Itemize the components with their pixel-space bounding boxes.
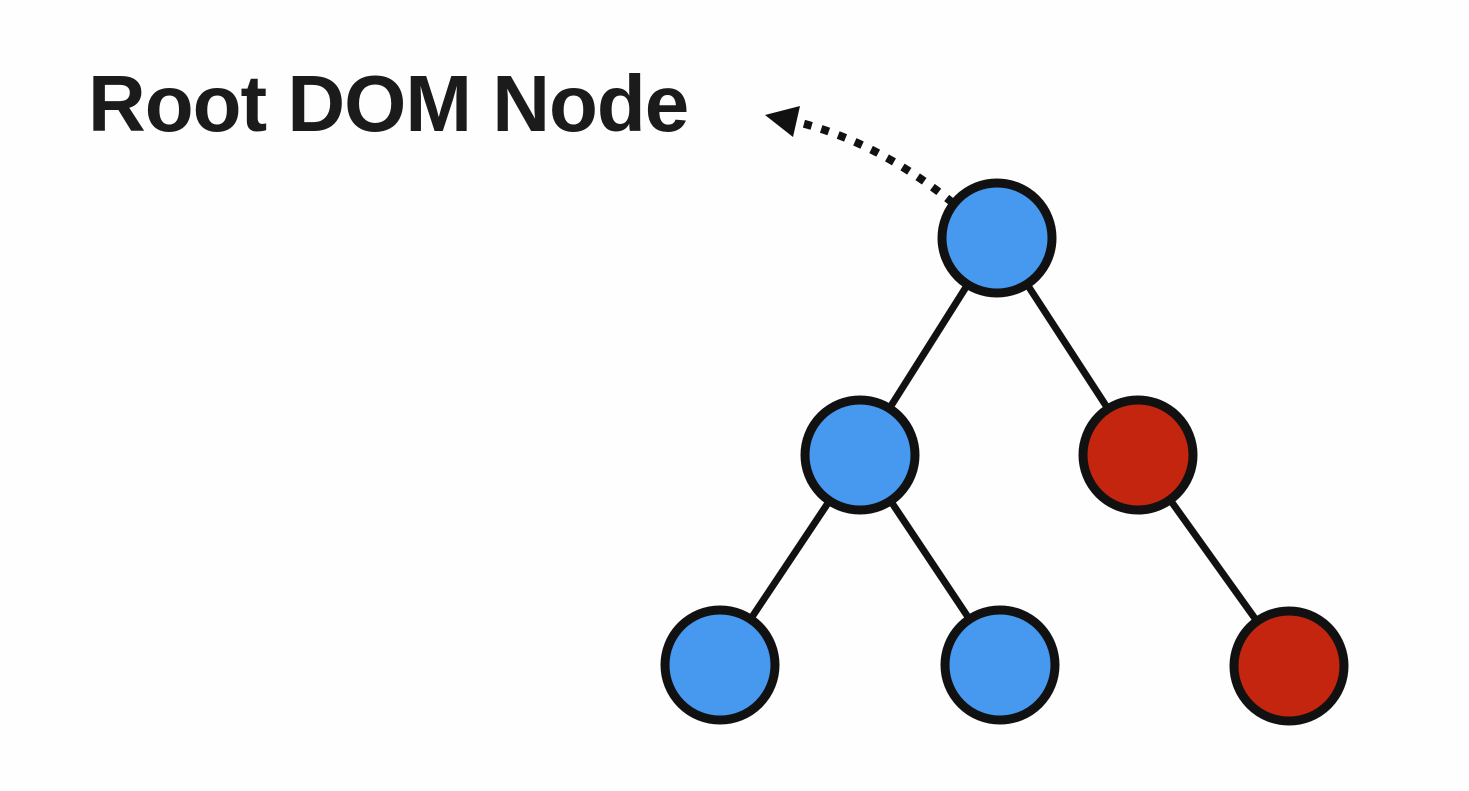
tree-nodes xyxy=(660,178,1349,726)
root-dom-node-label: Root DOM Node xyxy=(88,59,689,148)
dotted-arrow xyxy=(765,106,956,207)
tree-node-grandchild-middle xyxy=(940,605,1060,725)
tree-node-root xyxy=(937,178,1057,298)
tree-node-child-right xyxy=(1078,395,1198,515)
tree-node-grandchild-right xyxy=(1229,606,1349,726)
dotted-arrow-line xyxy=(796,118,956,207)
tree-node-child-left xyxy=(800,395,920,515)
tree-node-grandchild-left xyxy=(660,605,780,725)
arrowhead-icon xyxy=(765,106,800,137)
